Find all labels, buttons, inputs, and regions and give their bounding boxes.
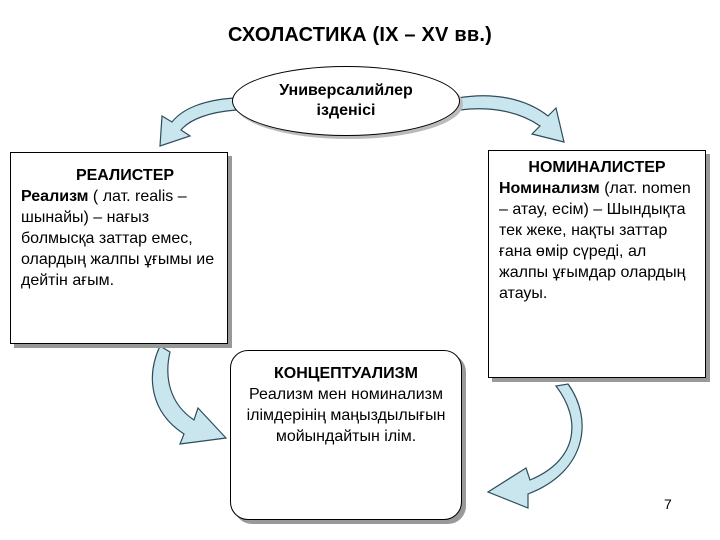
nominalism-term: Номинализм	[499, 180, 600, 197]
universals-ellipse: Универсалийлер ізденісі	[232, 66, 460, 136]
arrow-realists-to-conceptualism	[151, 345, 228, 445]
conceptualism-heading: КОНЦЕПТУАЛИЗМ	[274, 365, 418, 382]
nominalists-box: НОМИНАЛИСТЕР Номинализм (лат. nomen – ат…	[488, 150, 706, 378]
page-title: СХОЛАСТИКА (IX – XV вв.)	[228, 24, 492, 46]
universals-line2: ізденісі	[316, 102, 376, 119]
nominalists-heading: НОМИНАЛИСТЕР	[528, 159, 666, 176]
realism-definition: ( лат. realis – шынайы) – нағыз болмысқа…	[21, 188, 215, 289]
arrow-to-nominalists	[457, 95, 565, 143]
universals-line1: Универсалийлер	[279, 82, 413, 99]
conceptualism-definition: Реализм мен номинализм ілімдерінің маңыз…	[246, 386, 446, 445]
realists-heading: РЕАЛИСТЕР	[75, 167, 175, 184]
realism-term: Реализм	[21, 188, 89, 205]
arrow-nominalists-to-conceptualism	[486, 383, 583, 509]
nominalism-definition: (лат. nomen – атау, есім) – Шындықта тек…	[499, 180, 691, 302]
conceptualism-box: КОНЦЕПТУАЛИЗМ Реализм мен номинализм ілі…	[230, 350, 462, 520]
arrow-to-realists	[159, 97, 237, 147]
realists-box: РЕАЛИСТЕР Реализм ( лат. realis – шынайы…	[10, 152, 228, 344]
page-number: 7	[664, 496, 672, 512]
